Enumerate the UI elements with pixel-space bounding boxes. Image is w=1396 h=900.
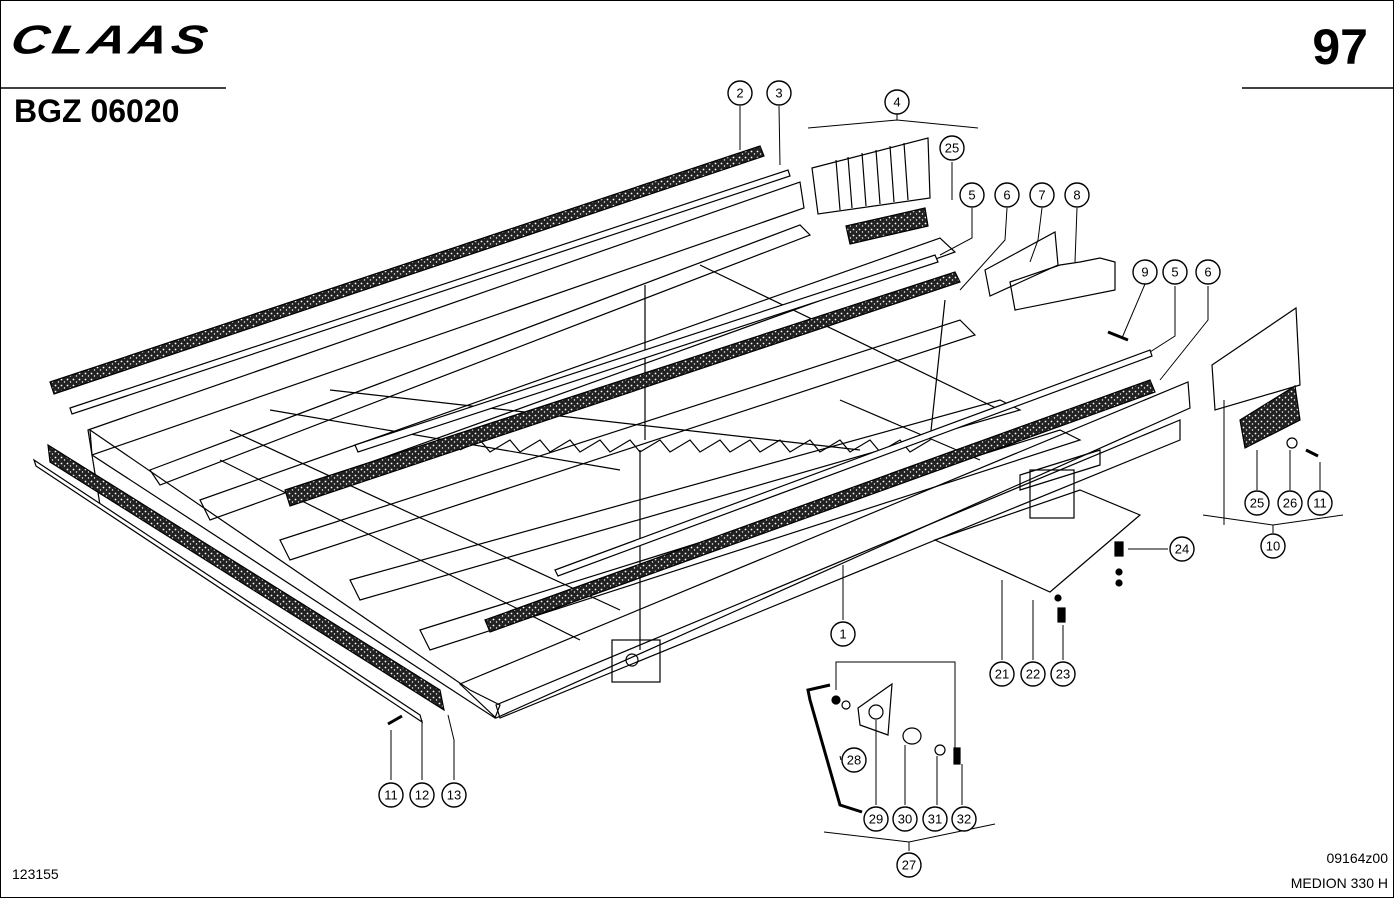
svg-text:26: 26 [1283,496,1297,511]
callout-3: 3 [766,80,792,106]
callout-23: 23 [1050,661,1076,687]
callout-25-top: 25 [939,135,965,161]
callout-7: 7 [1029,182,1055,208]
callout-25-right: 25 [1244,490,1270,516]
svg-text:31: 31 [928,812,942,827]
svg-text:29: 29 [869,812,883,827]
svg-text:21: 21 [995,667,1009,682]
callout-6-right: 6 [1195,259,1221,285]
svg-text:25: 25 [1250,496,1264,511]
footer-left-code: 123155 [12,866,59,882]
callout-6-top: 6 [994,182,1020,208]
svg-text:11: 11 [1313,496,1327,511]
callout-5-right: 5 [1162,259,1188,285]
callout-11-right: 11 [1307,490,1333,516]
callout-24: 24 [1169,536,1195,562]
footer-model: MEDION 330 H [1290,875,1388,891]
svg-text:30: 30 [898,812,912,827]
svg-text:2: 2 [736,86,743,101]
svg-text:11: 11 [384,788,398,803]
svg-text:28: 28 [847,753,861,768]
svg-text:25: 25 [945,141,959,156]
svg-text:6: 6 [1204,265,1211,280]
callout-28: 28 [841,747,867,773]
callout-30: 30 [892,806,918,832]
svg-text:13: 13 [447,788,461,803]
callout-9: 9 [1132,259,1158,285]
frame-drawing [32,137,1319,814]
svg-text:32: 32 [957,812,971,827]
svg-text:5: 5 [1171,265,1178,280]
callout-22: 22 [1020,661,1046,687]
callout-1: 1 [830,621,856,647]
svg-text:5: 5 [968,188,975,203]
svg-text:12: 12 [415,788,429,803]
svg-text:23: 23 [1056,667,1070,682]
svg-text:9: 9 [1141,265,1148,280]
callout-29: 29 [863,806,889,832]
callout-2: 2 [727,80,753,106]
callout-11-left: 11 [378,782,404,808]
callout-8: 8 [1064,182,1090,208]
svg-text:24: 24 [1175,542,1189,557]
callout-21: 21 [989,661,1015,687]
page-number: 97 [1312,19,1368,75]
callout-32: 32 [951,806,977,832]
svg-text:8: 8 [1073,188,1080,203]
svg-text:10: 10 [1266,539,1280,554]
callout-5-top: 5 [959,182,985,208]
svg-text:1: 1 [839,627,846,642]
svg-text:3: 3 [775,86,782,101]
callout-4: 4 [884,89,910,115]
svg-text:7: 7 [1038,188,1045,203]
callout-31: 31 [922,806,948,832]
leader-lines [390,105,1344,851]
svg-text:22: 22 [1026,667,1040,682]
svg-text:6: 6 [1003,188,1010,203]
callout-12: 12 [409,782,435,808]
callout-26: 26 [1277,490,1303,516]
svg-text:4: 4 [893,95,900,110]
callout-13: 13 [441,782,467,808]
footer-drawing-code: 09164z00 [1326,850,1388,866]
svg-text:27: 27 [902,858,916,873]
callout-27: 27 [896,852,922,878]
doc-code: BGZ 06020 [14,93,180,129]
callout-10: 10 [1260,533,1286,559]
grit-strip-top [49,145,765,395]
